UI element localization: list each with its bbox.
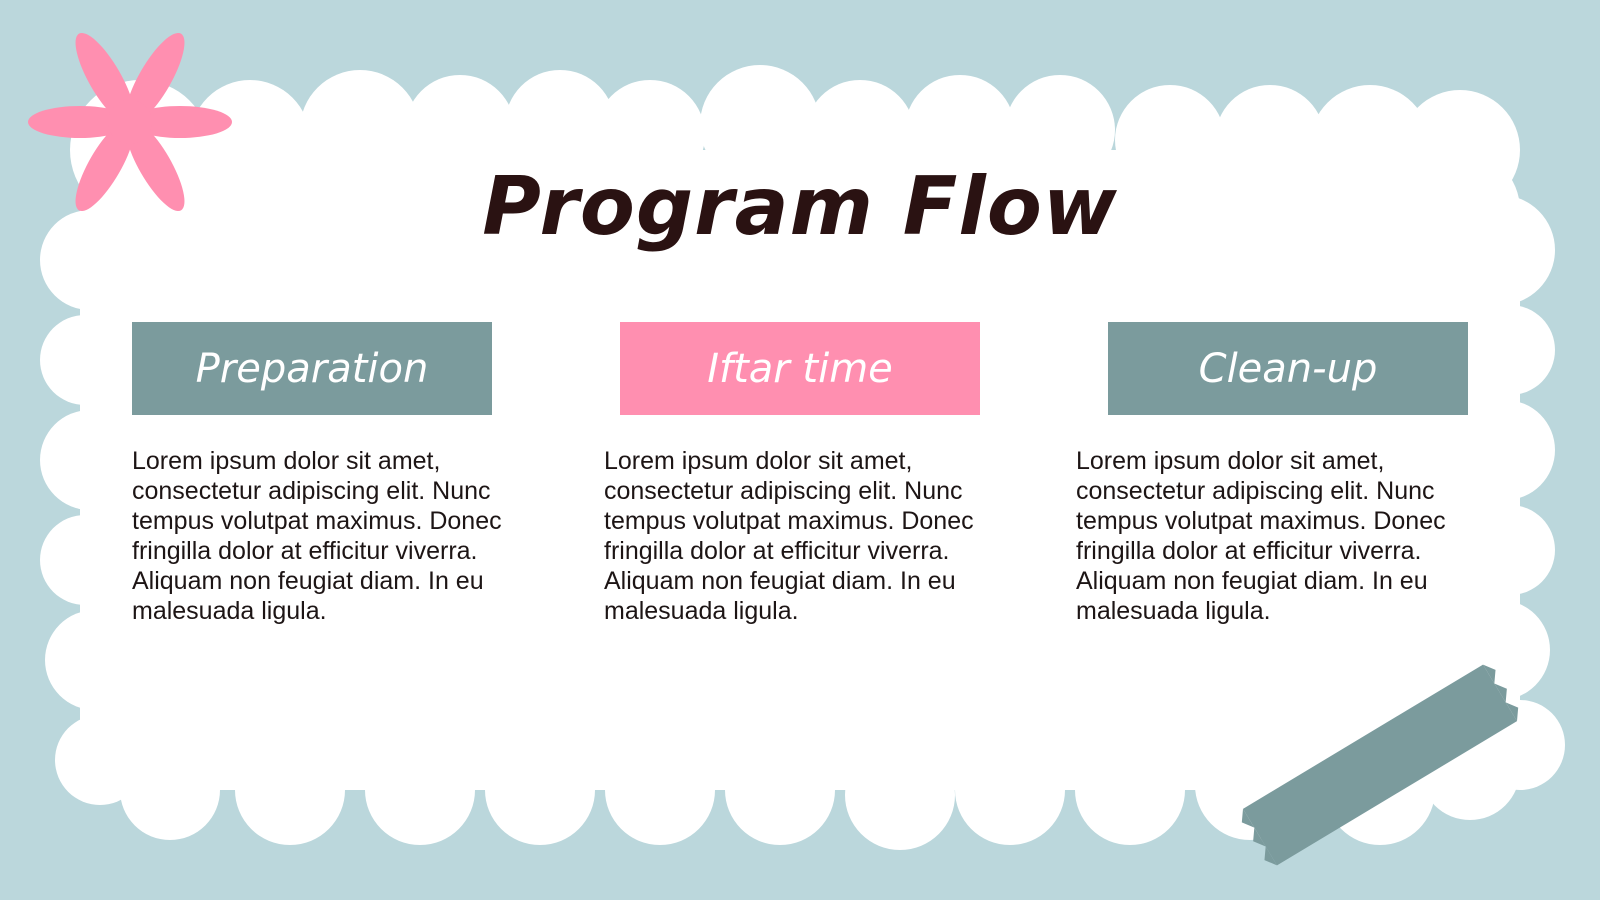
- tape-icon: [1241, 664, 1519, 866]
- page-title: Program Flow: [482, 160, 1118, 253]
- section-body-clean-up: Lorem ipsum dolor sit amet, consectetur …: [1076, 447, 1446, 625]
- section-header-clean-up: Clean-up: [1108, 322, 1468, 415]
- section-body-preparation: Lorem ipsum dolor sit amet, consectetur …: [132, 447, 502, 625]
- section-header-preparation: Preparation: [132, 322, 492, 415]
- section-header-iftar-time: Iftar time: [620, 322, 980, 415]
- section-body-iftar-time: Lorem ipsum dolor sit amet, consectetur …: [604, 447, 974, 625]
- flower-icon: [28, 32, 232, 212]
